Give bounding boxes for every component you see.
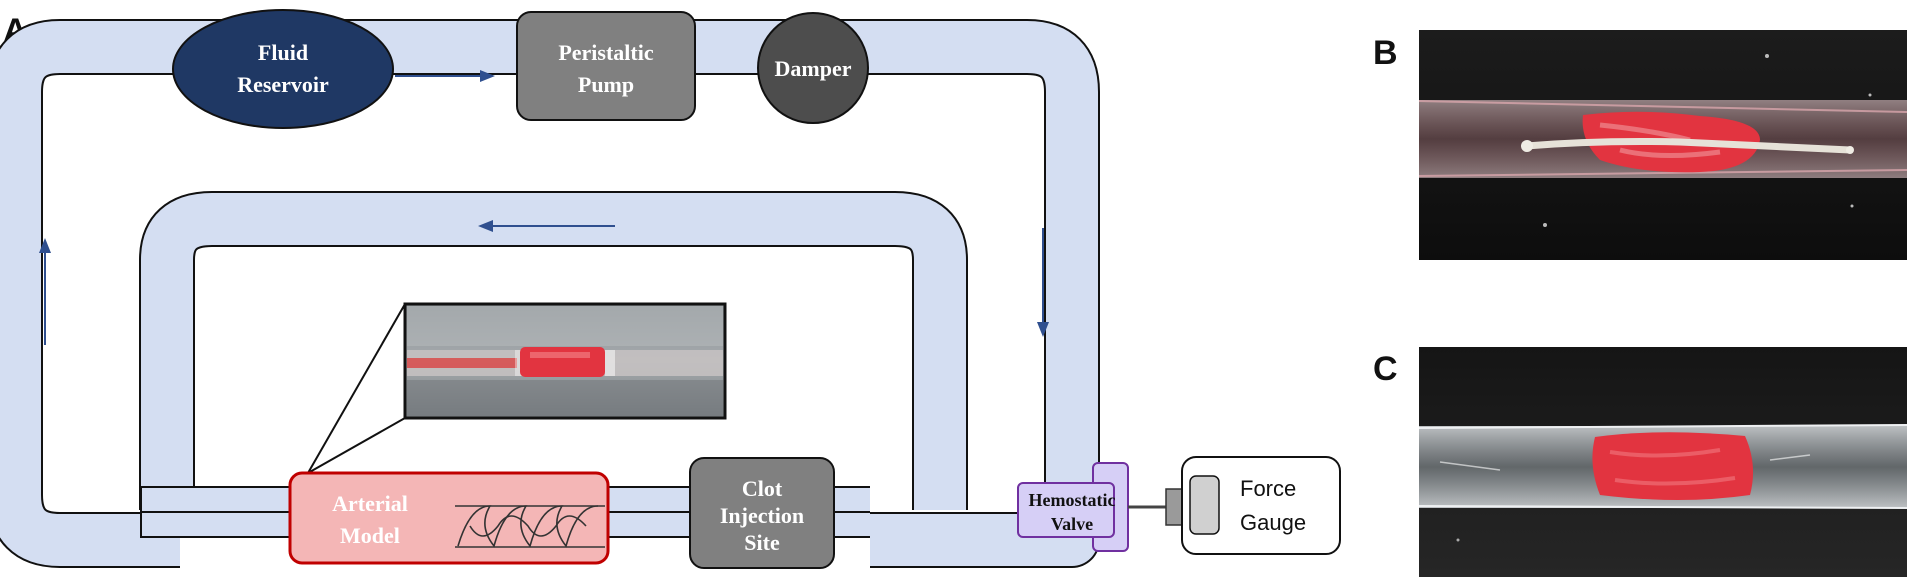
arrow-right-icon	[395, 70, 495, 82]
force-gauge-label-line1: Force	[1240, 476, 1296, 501]
clot-injection-site-label-line1: Clot	[742, 476, 783, 501]
arterial-model-label-line2: Model	[340, 523, 400, 548]
flow-arrows	[39, 70, 1049, 345]
force-gauge-display-icon	[1189, 475, 1220, 535]
clot-injection-site-label-line3: Site	[744, 530, 780, 555]
arrow-left-icon	[478, 220, 615, 232]
force-gauge: Force Gauge	[1165, 456, 1341, 555]
arterial-model-label-line1: Arterial	[332, 491, 408, 516]
clot-c	[1592, 432, 1754, 500]
arterial-model: Arterial Model	[288, 471, 610, 565]
stent-retriever-icon	[455, 505, 605, 548]
peristaltic-pump-label-line2: Pump	[578, 72, 634, 97]
hemostatic-valve-label-line1: Hemostatic	[1029, 490, 1116, 510]
damper-label: Damper	[775, 56, 852, 81]
peristaltic-pump: Peristaltic Pump	[516, 11, 696, 121]
photo-b	[1418, 30, 1907, 260]
fluid-reservoir: Fluid Reservoir	[172, 9, 394, 129]
clot-injection-site-label-line2: Injection	[720, 503, 804, 528]
inner-tubing-loop	[139, 191, 968, 510]
clot-injection-site: Clot Injection Site	[689, 457, 835, 569]
outer-tubing-loop	[0, 19, 1100, 568]
zoom-callout-lines	[307, 303, 406, 474]
arrow-down-icon	[1037, 228, 1049, 337]
hemostatic-valve: Hemostatic Valve	[1017, 462, 1129, 552]
photo-c	[1418, 347, 1907, 577]
panel-label-b: B	[1373, 34, 1398, 72]
clot-inset	[520, 347, 605, 377]
arrow-up-icon	[39, 238, 51, 345]
fluid-reservoir-label-line1: Fluid	[258, 40, 308, 65]
panel-label-c: C	[1373, 350, 1398, 388]
damper: Damper	[757, 12, 869, 124]
arterial-model-inset-photo	[403, 302, 727, 420]
fluid-reservoir-label-line2: Reservoir	[237, 72, 329, 97]
peristaltic-pump-label-line1: Peristaltic	[558, 40, 654, 65]
force-gauge-label-line2: Gauge	[1240, 510, 1306, 535]
hemostatic-valve-label-line2: Valve	[1051, 514, 1093, 534]
wire-b	[1522, 138, 1854, 154]
